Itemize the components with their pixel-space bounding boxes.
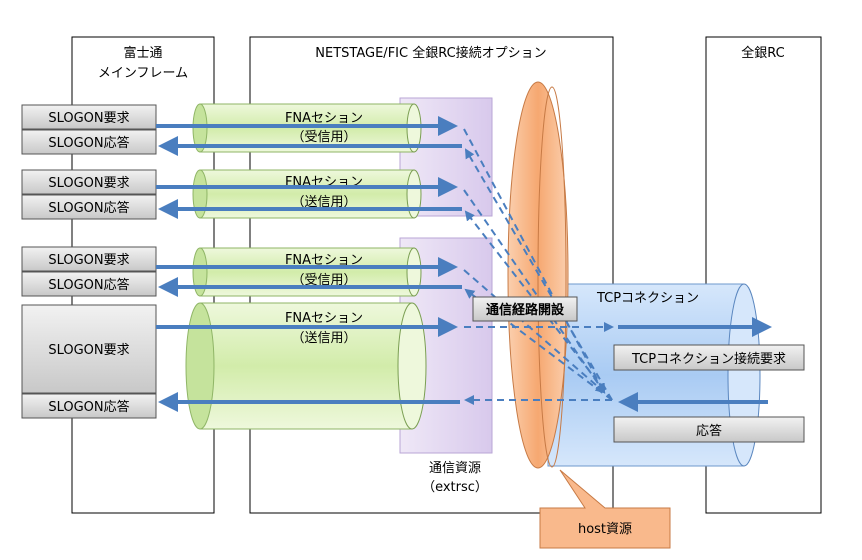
slogon-pair-4 xyxy=(21,304,157,419)
slogon-pair-1 xyxy=(21,104,157,155)
fna-session-4 xyxy=(185,302,427,430)
path-open-label: 通信経路開設 xyxy=(486,302,565,318)
tcp-response-label: 応答 xyxy=(696,423,722,439)
mainframe-title-line2: メインフレーム xyxy=(98,66,188,81)
slogon-request-2: SLOGON要求 xyxy=(48,176,129,191)
session-3-name: FNAセション xyxy=(285,253,363,268)
slogon-request-3: SLOGON要求 xyxy=(48,253,129,268)
path-open-box xyxy=(472,296,578,322)
dashed-arrow-3 xyxy=(464,288,613,401)
slogon-pair-3 xyxy=(21,246,157,297)
comm-resource-line1: 通信資源 xyxy=(429,461,481,476)
slogon-response-3: SLOGON応答 xyxy=(48,277,129,293)
session-2-type: （送信用） xyxy=(291,195,356,210)
dashed-arrow-1 xyxy=(464,148,613,401)
comm-resource-line2: （extrsc） xyxy=(422,480,488,495)
session-4-type: （送信用） xyxy=(291,331,356,346)
tcp-connect-request-label: TCPコネクション接続要求 xyxy=(631,351,786,367)
dashed-arrows xyxy=(463,128,614,405)
zengin-title: 全銀RC xyxy=(741,45,784,61)
session-1-name: FNAセション xyxy=(285,111,363,126)
tcp-connect-request-box xyxy=(613,344,805,371)
session-4-name: FNAセション xyxy=(285,311,363,326)
flow-arrows xyxy=(156,116,772,412)
session-3-type: （受信用） xyxy=(291,273,356,288)
host-resource-label: host資源 xyxy=(578,522,632,537)
tcp-response-box xyxy=(613,416,805,443)
slogon-response-4: SLOGON応答 xyxy=(48,399,129,415)
netstage-title: NETSTAGE/FIC 全銀RC接続オプション xyxy=(315,45,546,61)
host-resource-callout xyxy=(539,469,671,549)
dashed-arrow-4 xyxy=(463,128,605,394)
tcp-title: TCPコネクション xyxy=(596,291,699,306)
slogon-request-1: SLOGON要求 xyxy=(48,111,129,126)
mainframe-title-line1: 富士通 xyxy=(123,45,162,61)
session-1-type: （受信用） xyxy=(291,130,356,145)
dashed-arrow-6 xyxy=(463,269,606,394)
dashed-arrow-5 xyxy=(463,189,606,394)
zengin-column xyxy=(705,36,822,514)
slogon-request-4: SLOGON要求 xyxy=(48,343,129,358)
slogon-response-1: SLOGON応答 xyxy=(48,135,129,151)
slogon-pair-2 xyxy=(21,169,157,220)
slogon-response-2: SLOGON応答 xyxy=(48,200,129,216)
